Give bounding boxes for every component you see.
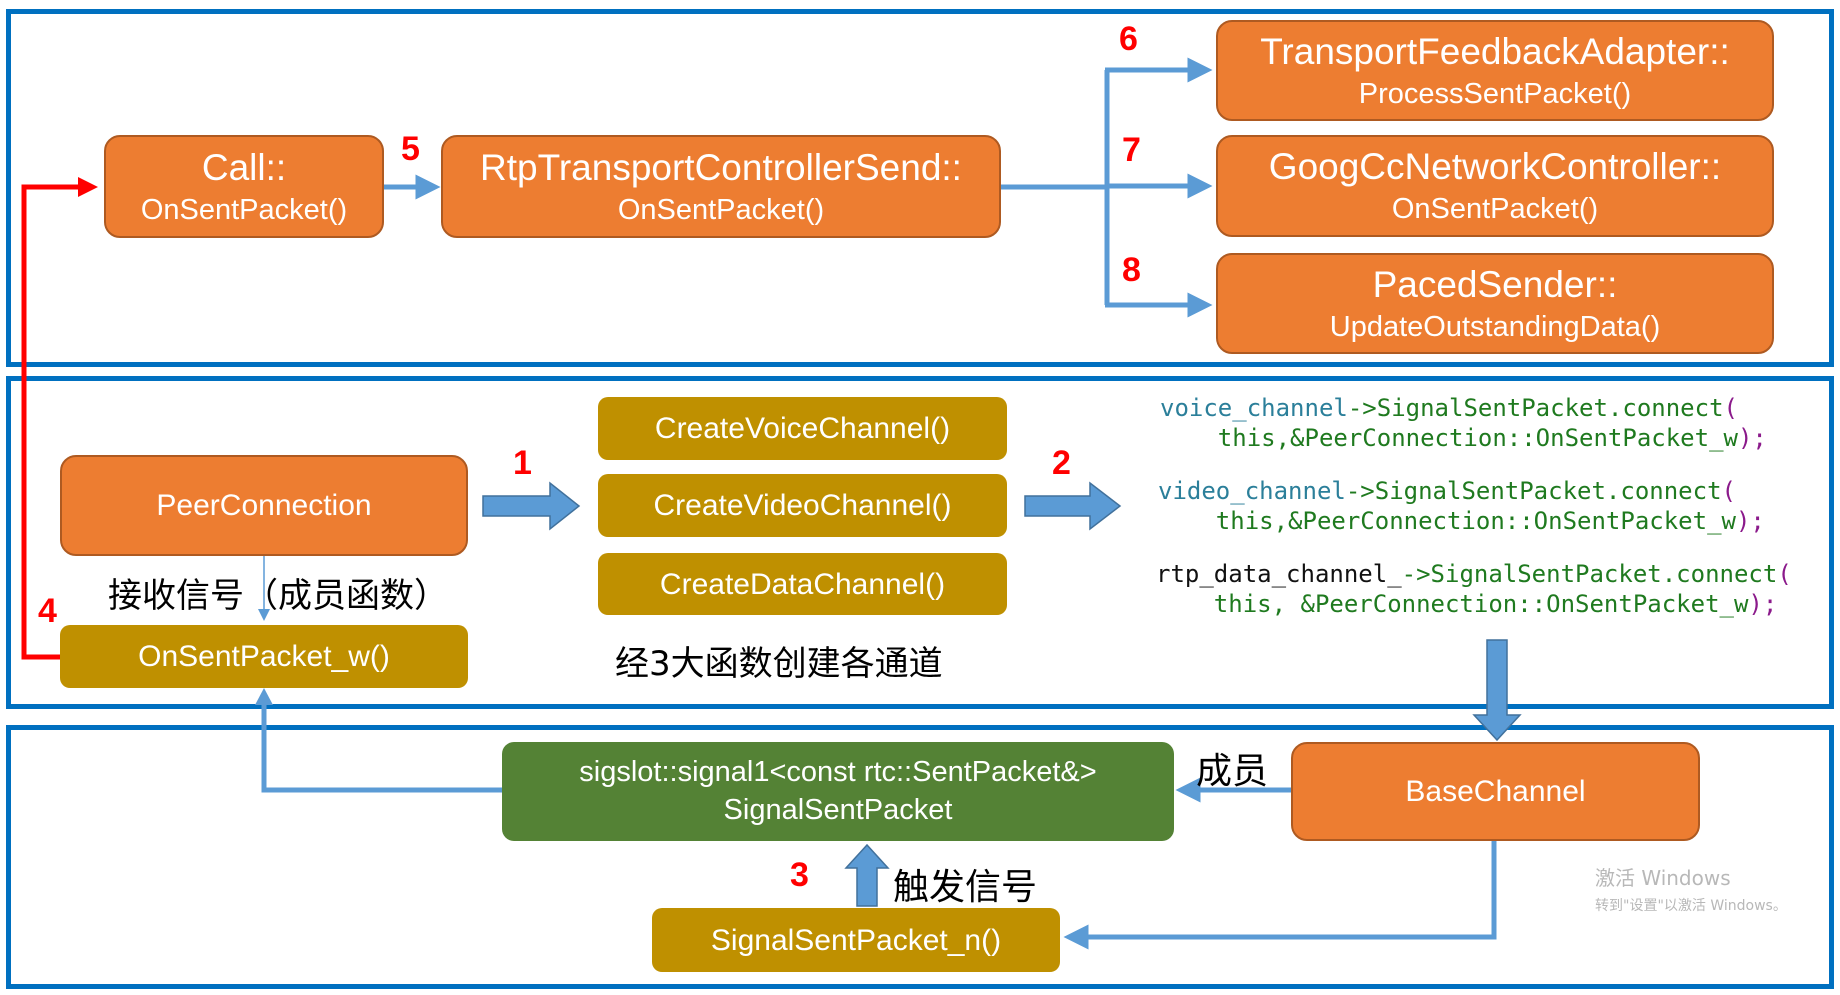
paced-method-label: UpdateOutstandingData() <box>1329 310 1661 343</box>
code-line-data-connect: rtp_data_channel_->SignalSentPacket.conn… <box>1156 560 1792 588</box>
create-video-channel-label: CreateVideoChannel() <box>653 489 952 522</box>
step-number-4: 4 <box>38 592 57 630</box>
call-onsentpacket-box[interactable]: Call:: OnSentPacket() <box>104 135 384 238</box>
step-number-1: 1 <box>513 444 532 482</box>
signal-sent-packet-n-box[interactable]: SignalSentPacket_n() <box>652 908 1060 972</box>
googcc-class-label: GoogCcNetworkController:: <box>1268 146 1722 188</box>
rtp-method-label: OnSentPacket() <box>617 193 825 226</box>
peerconnection-label: PeerConnection <box>156 489 372 522</box>
googcc-method-label: OnSentPacket() <box>1391 193 1599 226</box>
call-method-label: OnSentPacket() <box>140 193 348 226</box>
create-data-channel-label: CreateDataChannel() <box>659 567 946 601</box>
call-class-label: Call:: <box>201 146 287 188</box>
receive-signal-label: 接收信号（成员函数） <box>108 576 448 616</box>
code-line-voice-connect: voice_channel->SignalSentPacket.connect( <box>1160 394 1738 422</box>
step-number-6: 6 <box>1119 20 1138 58</box>
arrow-onsentpacket-w-to-call <box>21 177 98 660</box>
arrow-signal-to-onsentpacket-w <box>261 705 502 793</box>
create-voice-channel-label: CreateVoiceChannel() <box>654 412 951 445</box>
paced-class-label: PacedSender:: <box>1372 263 1618 305</box>
paced-sender-box[interactable]: PacedSender:: UpdateOutstandingData() <box>1216 253 1774 354</box>
member-label: 成员 <box>1196 751 1269 792</box>
windows-activation-watermark: 激活 Windows 转到"设置"以激活 Windows。 <box>1595 862 1787 915</box>
code-line-video-connect: video_channel->SignalSentPacket.connect( <box>1158 477 1736 505</box>
create-channels-caption: 经3大函数创建各通道 <box>615 644 943 684</box>
signal-sent-packet-n-label: SignalSentPacket_n() <box>710 923 1002 957</box>
step-number-5: 5 <box>401 130 420 168</box>
peerconnection-box[interactable]: PeerConnection <box>60 455 468 556</box>
step-number-8: 8 <box>1122 251 1141 289</box>
arrowhead-onsentpacket-w <box>255 688 273 705</box>
panel-call-layer <box>6 9 1834 367</box>
step-number-2: 2 <box>1052 444 1071 482</box>
create-voice-channel-box[interactable]: CreateVoiceChannel() <box>598 397 1007 460</box>
basechannel-box[interactable]: BaseChannel <box>1291 742 1700 841</box>
block-arrow-step-1 <box>482 481 581 531</box>
signal-name-label: SignalSentPacket <box>723 793 953 826</box>
googcc-network-controller-box[interactable]: GoogCcNetworkController:: OnSentPacket() <box>1216 135 1774 237</box>
signal-sent-packet-box[interactable]: sigslot::signal1<const rtc::SentPacket&>… <box>502 742 1174 841</box>
onsentpacket-w-label: OnSentPacket_w() <box>138 640 390 673</box>
arrow-basechannel-to-signal-n <box>1063 841 1497 950</box>
block-arrow-step-3 <box>844 843 890 907</box>
code-line-video-args: this,&PeerConnection::OnSentPacket_w); <box>1158 507 1765 535</box>
step-number-7: 7 <box>1122 131 1141 169</box>
panel-channel-layer <box>6 725 1834 989</box>
watermark-subtitle: 转到"设置"以激活 Windows。 <box>1595 898 1787 914</box>
watermark-title: 激活 Windows <box>1595 866 1731 890</box>
signal-type-label: sigslot::signal1<const rtc::SentPacket&> <box>579 755 1097 788</box>
transport-feedback-adapter-box[interactable]: TransportFeedbackAdapter:: ProcessSentPa… <box>1216 20 1774 121</box>
block-arrow-step-2 <box>1024 481 1122 531</box>
code-line-data-args: this, &PeerConnection::OnSentPacket_w); <box>1156 590 1778 618</box>
trigger-signal-label: 触发信号 <box>893 867 1038 908</box>
feedback-class-label: TransportFeedbackAdapter:: <box>1260 30 1730 72</box>
rtp-class-label: RtpTransportControllerSend:: <box>480 146 962 188</box>
block-arrow-code-to-basechannel <box>1472 639 1522 742</box>
panel-peerconnection-layer <box>6 376 1834 709</box>
step-number-3: 3 <box>790 856 809 894</box>
create-data-channel-box[interactable]: CreateDataChannel() <box>598 553 1007 615</box>
code-line-voice-args: this,&PeerConnection::OnSentPacket_w); <box>1160 424 1767 452</box>
basechannel-label: BaseChannel <box>1405 775 1586 808</box>
create-video-channel-box[interactable]: CreateVideoChannel() <box>598 474 1007 537</box>
rtp-transport-controller-box[interactable]: RtpTransportControllerSend:: OnSentPacke… <box>441 135 1001 238</box>
feedback-method-label: ProcessSentPacket() <box>1358 77 1632 110</box>
onsentpacket-w-box[interactable]: OnSentPacket_w() <box>60 625 468 688</box>
